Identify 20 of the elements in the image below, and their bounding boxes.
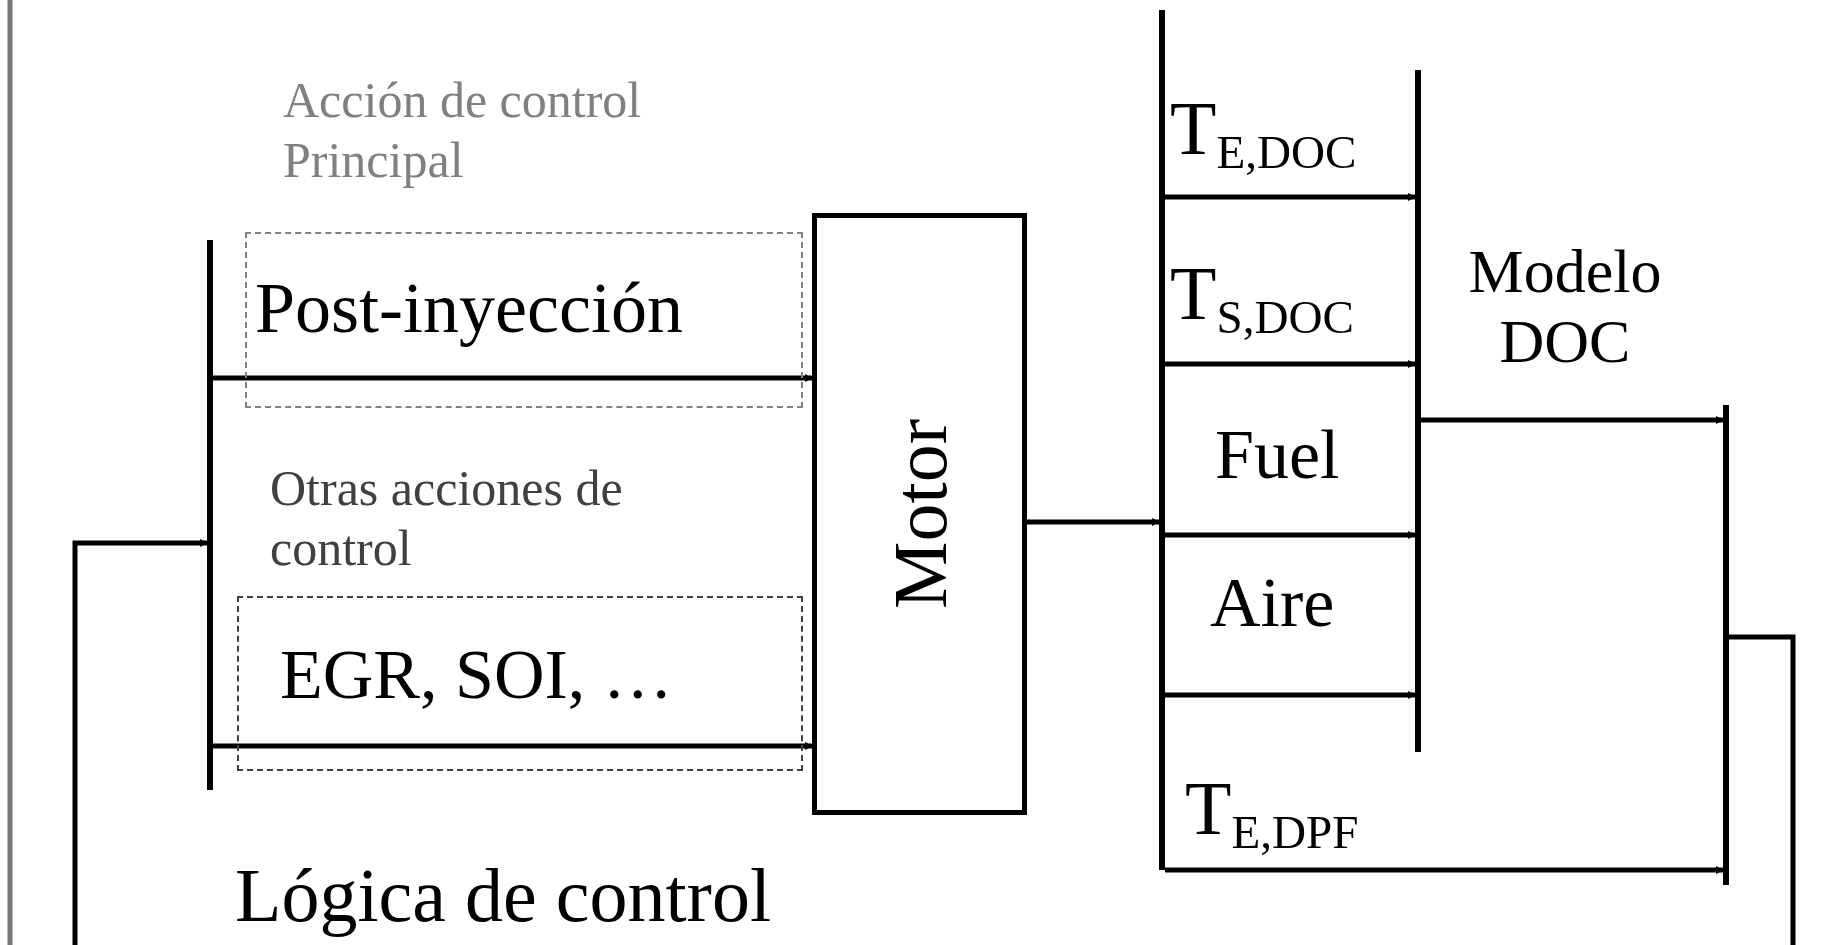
signal-bar — [1723, 405, 1729, 885]
signal-bar — [1415, 70, 1421, 752]
arrow — [1165, 691, 1416, 699]
arrow — [213, 742, 813, 750]
arrow — [213, 374, 813, 382]
arrow — [1027, 518, 1160, 526]
signal-bar — [207, 240, 213, 790]
arrow — [1421, 416, 1724, 424]
text-label: Lógica de control — [235, 852, 772, 939]
block-label: Modelo DOC — [1467, 236, 1663, 376]
box-label: Motor — [879, 419, 960, 609]
arrow — [1165, 360, 1416, 368]
arrow — [1165, 866, 1724, 874]
arrow — [72, 539, 208, 945]
text-label: Otras acciones de control — [270, 459, 624, 578]
arrow — [1165, 193, 1416, 201]
arrow — [1165, 531, 1416, 539]
process-box — [812, 213, 1027, 815]
signal-bar — [1159, 10, 1165, 870]
text-label: Acción de control Principal — [283, 71, 643, 190]
